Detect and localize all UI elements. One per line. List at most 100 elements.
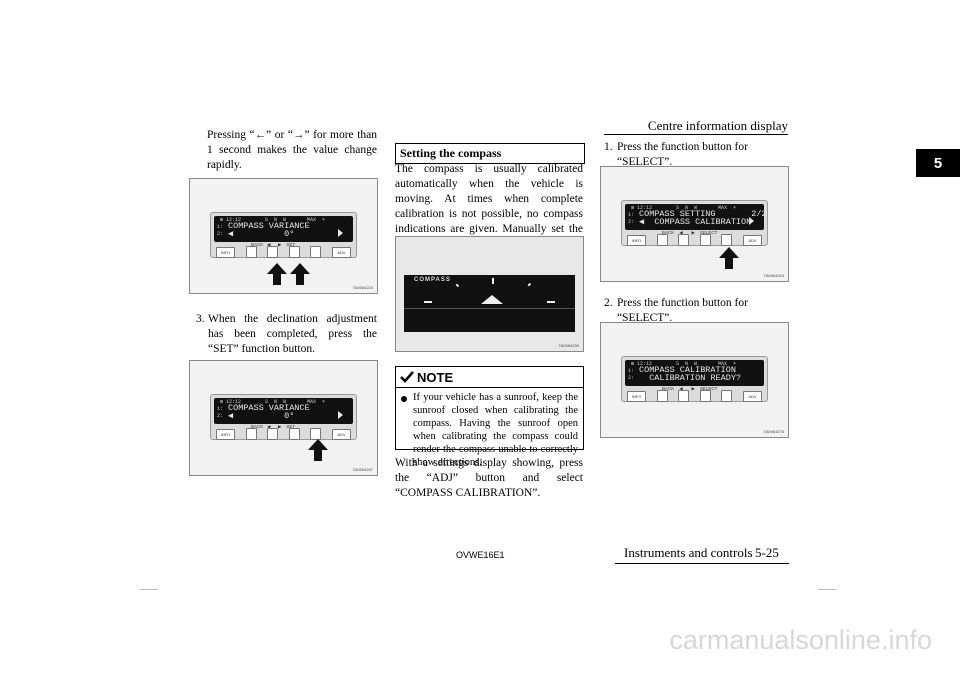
figure-compass-variance-1: ⊞ 12:12 S N W MAX ☀ 1: 2: COMPASS VARIAN… — [189, 178, 378, 294]
screen-side-label: 1: — [628, 212, 635, 218]
function-button-4[interactable] — [310, 428, 322, 440]
softkey-labels: BACK ◀ ▶ SET — [251, 242, 296, 247]
screen-side-label: 2: — [217, 231, 224, 237]
screen-line-2: ◀ COMPASS CALIBRATION — [639, 217, 752, 227]
compass-screen: COMPASS — [404, 275, 575, 332]
function-button-2[interactable] — [678, 390, 690, 402]
screen-side-label: 2: — [628, 219, 635, 225]
adv-button[interactable]: ADV — [742, 390, 762, 402]
adv-button[interactable]: ADV — [331, 246, 351, 258]
screen-line-2: ◀ 0° — [228, 411, 295, 421]
watermark-text: carmanualsonline.info — [669, 625, 932, 655]
footer-section: Instruments and controls — [624, 545, 753, 560]
info-button[interactable]: INFO — [627, 234, 646, 246]
screen-line-2: CALIBRATION READY? — [639, 373, 742, 383]
function-button-4[interactable] — [721, 390, 733, 402]
figure-code: TA0064276 — [763, 429, 784, 434]
function-button-row: INFO ADV — [627, 234, 762, 246]
screen-line-1: COMPASS VARIANCE — [228, 403, 310, 413]
function-button-2[interactable] — [267, 246, 279, 258]
info-button[interactable]: INFO — [216, 246, 235, 258]
section-title: Setting the compass — [395, 143, 585, 164]
function-button-4[interactable] — [721, 234, 733, 246]
figure-compass-display: COMPASS TA0064239 — [395, 236, 584, 352]
step-number: 3. — [196, 313, 205, 325]
crop-mark — [140, 589, 158, 590]
page-number: 5-25 — [755, 545, 779, 560]
function-button-row: INFO ADV — [627, 390, 762, 402]
settings-paragraph: With a settings display showing, press t… — [395, 457, 583, 499]
right-arrow-icon — [338, 411, 343, 419]
screen-status: ⊞ 12:12 S N W MAX ☀ — [631, 205, 737, 211]
softkey-labels: BACK ◀ ▶ SELECT — [662, 230, 718, 235]
function-button-4[interactable] — [310, 246, 322, 258]
step-2-text: Press the function button for “SELECT”. — [617, 297, 748, 324]
function-button-row: INFO ADV — [216, 428, 351, 440]
screen-status: ⊞ 12:12 S N W MAX ☀ — [220, 399, 326, 405]
step-number: 2. — [604, 297, 613, 309]
note-box: NOTE If your vehicle has a sunroof, keep… — [395, 366, 584, 468]
info-button[interactable]: INFO — [216, 428, 235, 440]
display-screen: ⊞ 12:12 S N W MAX ☀ 1: 2: COMPASS VARIAN… — [214, 398, 353, 424]
footer-rule — [615, 563, 789, 564]
up-arrow-icon — [719, 247, 739, 269]
running-header: Centre information display — [647, 118, 788, 133]
display-screen: ⊞ 12:12 S N W MAX ☀ 1: 2: COMPASS CALIBR… — [625, 360, 764, 386]
display-screen: ⊞ 12:12 S N W MAX ☀ 1: 2: COMPASS VARIAN… — [214, 216, 353, 242]
figure-code: TA0064247 — [352, 467, 373, 472]
manual-code: OVWE16E1 — [456, 550, 505, 560]
screen-status: ⊞ 12:12 S N W MAX ☀ — [631, 361, 737, 367]
function-button-2[interactable] — [267, 428, 279, 440]
chapter-tab: 5 — [916, 149, 960, 177]
function-button-3[interactable] — [288, 246, 300, 258]
function-button-row: INFO ADV — [216, 246, 351, 258]
softkey-labels: BACK ◀ ▶ SET — [251, 424, 296, 429]
note-bullet-text: If your vehicle has a sunroof, keep the … — [413, 392, 578, 468]
note-header: NOTE — [396, 367, 583, 388]
screen-line-1: COMPASS CALIBRATION — [639, 365, 736, 375]
function-button-3[interactable] — [288, 428, 300, 440]
bullet-icon — [401, 394, 409, 402]
up-arrow-icon — [267, 263, 287, 285]
right-arrow-icon — [749, 217, 754, 225]
function-button-3[interactable] — [699, 390, 711, 402]
step-3-text: When the declination adjustment has been… — [208, 313, 377, 355]
step-1-text: Press the function button for “SELECT”. — [617, 141, 748, 168]
compass-scale-icon — [424, 278, 555, 304]
intro-paragraph: Pressing “←” or “→” for more than 1 seco… — [207, 129, 377, 171]
screen-side-label: 2: — [217, 413, 224, 419]
header-rule — [604, 134, 788, 135]
screen-side-label: 1: — [217, 224, 224, 230]
display-screen: ⊞ 12:12 S N W MAX ☀ 1: 2: COMPASS SETTIN… — [625, 204, 767, 230]
function-button-1[interactable] — [245, 428, 257, 440]
figure-compass-setting: ⊞ 12:12 S N W MAX ☀ 1: 2: COMPASS SETTIN… — [600, 166, 789, 282]
adv-button[interactable]: ADV — [331, 428, 351, 440]
function-button-1[interactable] — [245, 246, 257, 258]
right-arrow-icon — [338, 229, 343, 237]
note-title: NOTE — [417, 369, 454, 385]
function-button-1[interactable] — [656, 390, 668, 402]
figure-code: TA0064239 — [558, 343, 579, 348]
info-button[interactable]: INFO — [627, 390, 646, 402]
function-button-1[interactable] — [656, 234, 668, 246]
screen-status: ⊞ 12:12 S N W MAX ☀ — [220, 217, 326, 223]
screen-line-1: COMPASS VARIANCE — [228, 221, 310, 231]
screen-side-label: 1: — [628, 368, 635, 374]
screen-line-2: ◀ 0° — [228, 229, 295, 239]
up-arrow-icon — [308, 439, 328, 461]
function-button-2[interactable] — [678, 234, 690, 246]
figure-compass-calibration: ⊞ 12:12 S N W MAX ☀ 1: 2: COMPASS CALIBR… — [600, 322, 789, 438]
screen-side-label: 2: — [628, 375, 635, 381]
screen-line-1: COMPASS SETTING 2/2 — [639, 209, 767, 219]
figure-code: TA0064263 — [763, 273, 784, 278]
check-icon — [400, 371, 414, 383]
crop-mark — [818, 589, 836, 590]
up-arrow-icon — [290, 263, 310, 285]
compass-label: COMPASS — [414, 277, 451, 283]
compass-divider — [404, 308, 575, 309]
function-button-3[interactable] — [699, 234, 711, 246]
figure-code: TA0064224 — [352, 285, 373, 290]
adv-button[interactable]: ADV — [742, 234, 762, 246]
screen-side-label: 1: — [217, 406, 224, 412]
step-number: 1. — [604, 141, 613, 153]
